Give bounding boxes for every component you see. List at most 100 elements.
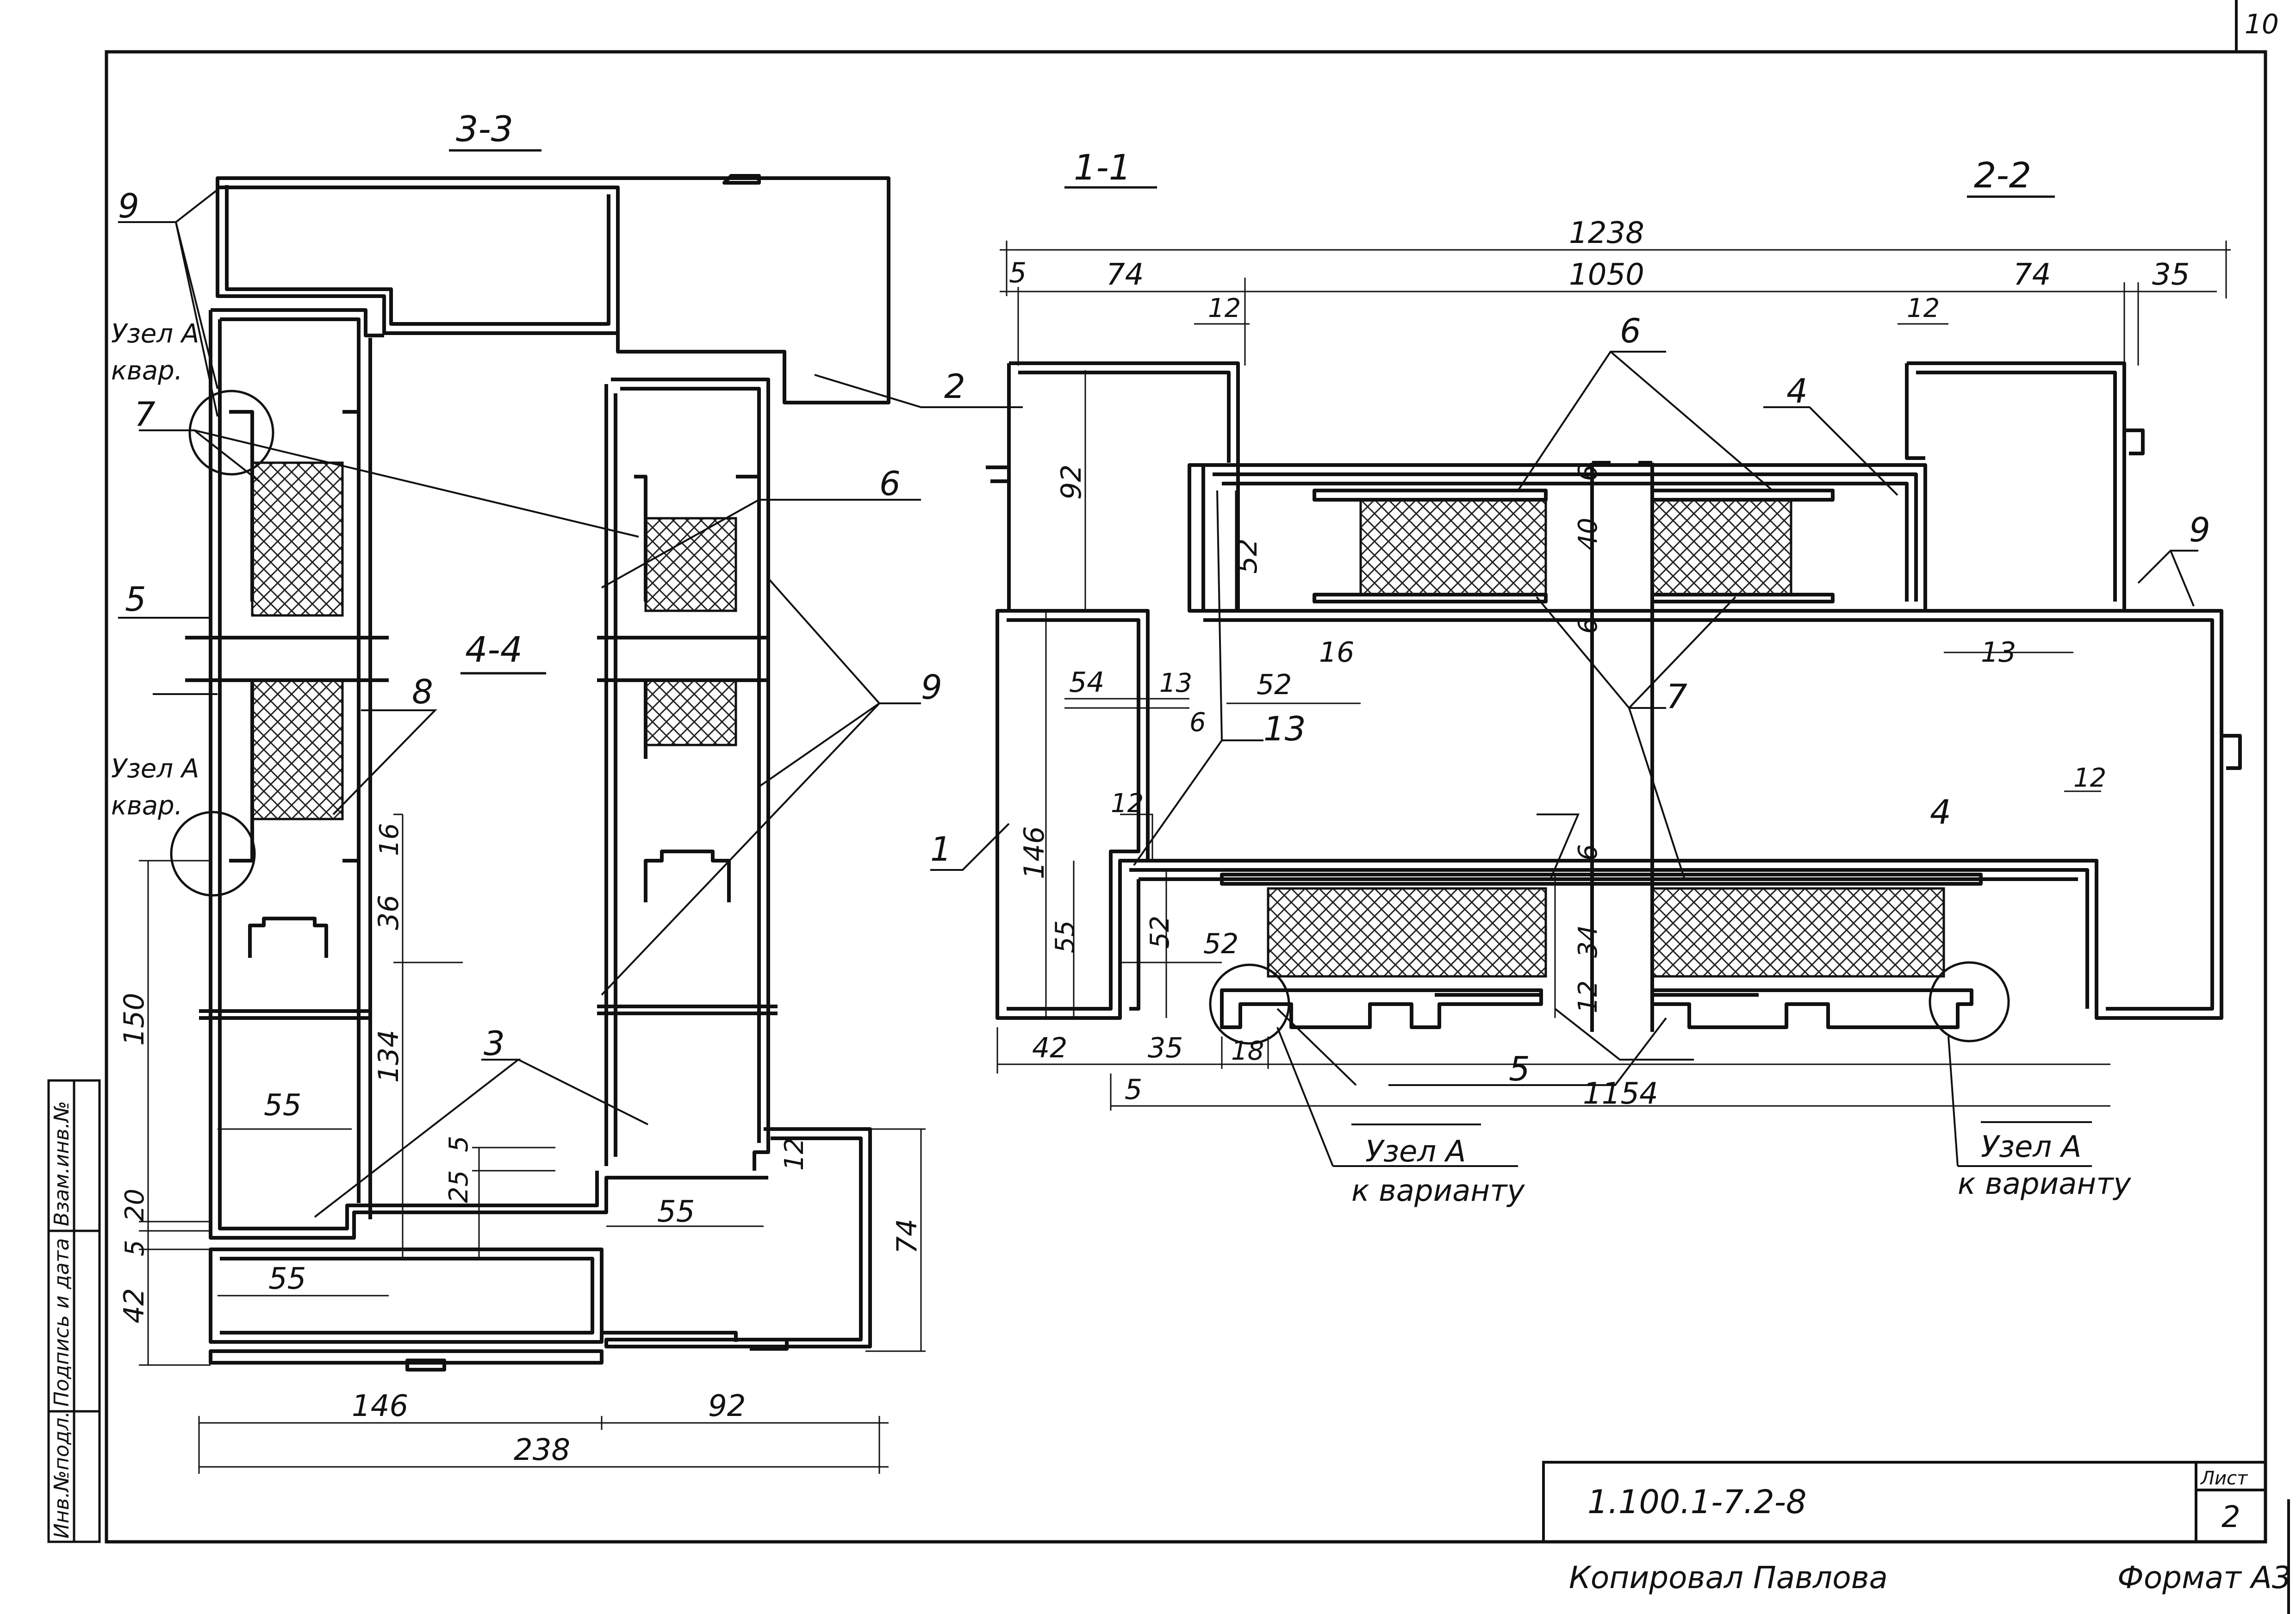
node-a-variant-right: к варианту [1958,1167,2132,1201]
dim-1154: 1154 [1583,1077,1658,1111]
node-a-label-top: Узел А [111,319,199,349]
dim-12-top-right: 12 [1907,293,1940,323]
dim-55-left-c: 55 [657,1195,695,1229]
callout-5-right: 5 [1509,1049,1530,1088]
dims-right [996,241,2231,1111]
node-a-kvar-mid: квар. [111,791,183,821]
dimension-texts-right: 1238 5 74 1050 74 35 12 12 92 6 40 6 52 … [1009,216,2190,1111]
dim-55-left-b: 55 [268,1262,306,1296]
copied-by: Копировал Павлова [1569,1560,1888,1595]
dim-5-left-b: 5 [444,1136,474,1152]
callout-3: 3 [484,1024,505,1063]
callout-numbers: 9 7 5 8 2 6 9 3 6 4 9 7 13 1 4 5 [118,186,2210,1088]
node-a-kvar-top: квар. [111,356,183,386]
dim-74-right: 74 [2013,258,2051,292]
dim-13-right: 13 [1981,636,2016,669]
dim-5-left: 5 [120,1240,150,1256]
dim-150: 150 [118,993,150,1046]
dim-42-left: 42 [118,1288,150,1323]
dim-12-top-left: 12 [1208,293,1241,323]
dim-52-lower-v: 52 [1145,916,1175,949]
section-1-1-drawing [986,361,2242,1032]
dim-36: 36 [373,895,405,930]
dim-16-upper: 16 [1319,636,1354,669]
node-a-variant-left: к варианту [1351,1174,1525,1208]
dim-146-right: 146 [1018,826,1051,879]
dim-74-left: 74 [1106,258,1144,292]
sheet-label: Лист [2200,1468,2248,1489]
leaders-left [118,189,1023,1218]
section-title-1-1: 1-1 [1074,147,1131,188]
doc-code: 1.100.1-7.2-8 [1587,1483,1807,1521]
dim-55-right: 55 [1050,920,1080,953]
dim-12-bottom: 12 [1573,981,1603,1013]
stamp-inv-label: Инв.№подл. [50,1411,74,1539]
callout-8: 8 [412,672,433,711]
callout-5-left: 5 [125,580,146,619]
dim-1050: 1050 [1569,258,1644,292]
title-block [1542,1461,2267,1543]
insulation-right [1267,498,1945,978]
callout-6-left: 6 [879,464,901,503]
dim-13-left: 13 [1159,668,1192,698]
node-a-caption-left: Узел А [1365,1135,1466,1169]
callout-4-bottom: 4 [1930,793,1951,832]
dim-12-right: 12 [2073,763,2106,793]
dim-6-lower: 6 [1573,844,1603,861]
callout-1: 1 [930,830,952,869]
callout-6-right: 6 [1620,311,1641,350]
dim-92-left: 92 [708,1389,746,1423]
node-a-label-mid: Узел А [111,754,199,784]
section-titles [449,149,2055,675]
callout-9-left: 9 [118,186,139,225]
dim-238: 238 [514,1433,570,1467]
dims-left [139,813,926,1474]
callout-7-right: 7 [1666,677,1687,716]
dim-6-mid: 6 [1189,708,1206,738]
dim-12-mid: 12 [1111,788,1144,819]
dimension-texts-left: 150 16 36 134 55 5 20 42 25 5 55 55 12 7… [118,823,923,1467]
node-circles-right [1209,961,2010,1045]
section-title-3-3: 3-3 [456,108,513,149]
dim-35-top: 35 [2152,258,2190,292]
dim-42-right: 42 [1032,1032,1067,1064]
format-label: Формат А3 [2117,1560,2291,1595]
callout-9-mid: 9 [921,668,942,707]
dim-134: 134 [373,1030,405,1083]
dim-25: 25 [444,1170,474,1203]
sheet-number: 2 [2221,1500,2240,1534]
dim-16-left: 16 [374,823,404,856]
dim-92-right: 92 [1055,465,1088,500]
leaders-right [930,351,2198,1167]
section-title-4-4: 4-4 [465,629,523,670]
dim-54: 54 [1069,666,1104,699]
callout-4-top: 4 [1786,372,1808,410]
dim-12-left: 12 [779,1138,809,1171]
section-title-2-2: 2-2 [1974,155,2031,196]
dim-1238: 1238 [1569,216,1644,250]
callout-9-right: 9 [2189,510,2210,549]
dim-52-lower-h: 52 [1203,928,1238,960]
dim-35-bottom: 35 [1148,1032,1183,1064]
callout-13-left: 13 [1263,709,1306,748]
node-circles-left [170,390,274,897]
dim-55-left-a: 55 [264,1088,301,1123]
dim-52-upper-v: 52 [1231,539,1263,574]
callout-7-left: 7 [134,395,156,434]
stamp-replace-label: Взам.инв.№ [50,1101,74,1226]
dim-5-top: 5 [1009,257,1027,289]
insulation-left [251,461,737,820]
drawing-frame [105,0,2290,1614]
callout-2: 2 [944,367,965,406]
dim-5-bottom: 5 [1125,1074,1142,1106]
dim-6-upper-b: 6 [1573,617,1603,634]
corner-number: 10 [2245,8,2279,40]
side-stamp [47,1079,101,1543]
stamp-sign-label: Подпись и дата [50,1238,74,1407]
dim-74-left-v: 74 [891,1219,923,1254]
dim-6-upper-a: 6 [1573,465,1603,481]
dim-20: 20 [120,1189,150,1222]
dim-52-upper-h: 52 [1257,669,1292,701]
dim-34: 34 [1573,925,1603,958]
